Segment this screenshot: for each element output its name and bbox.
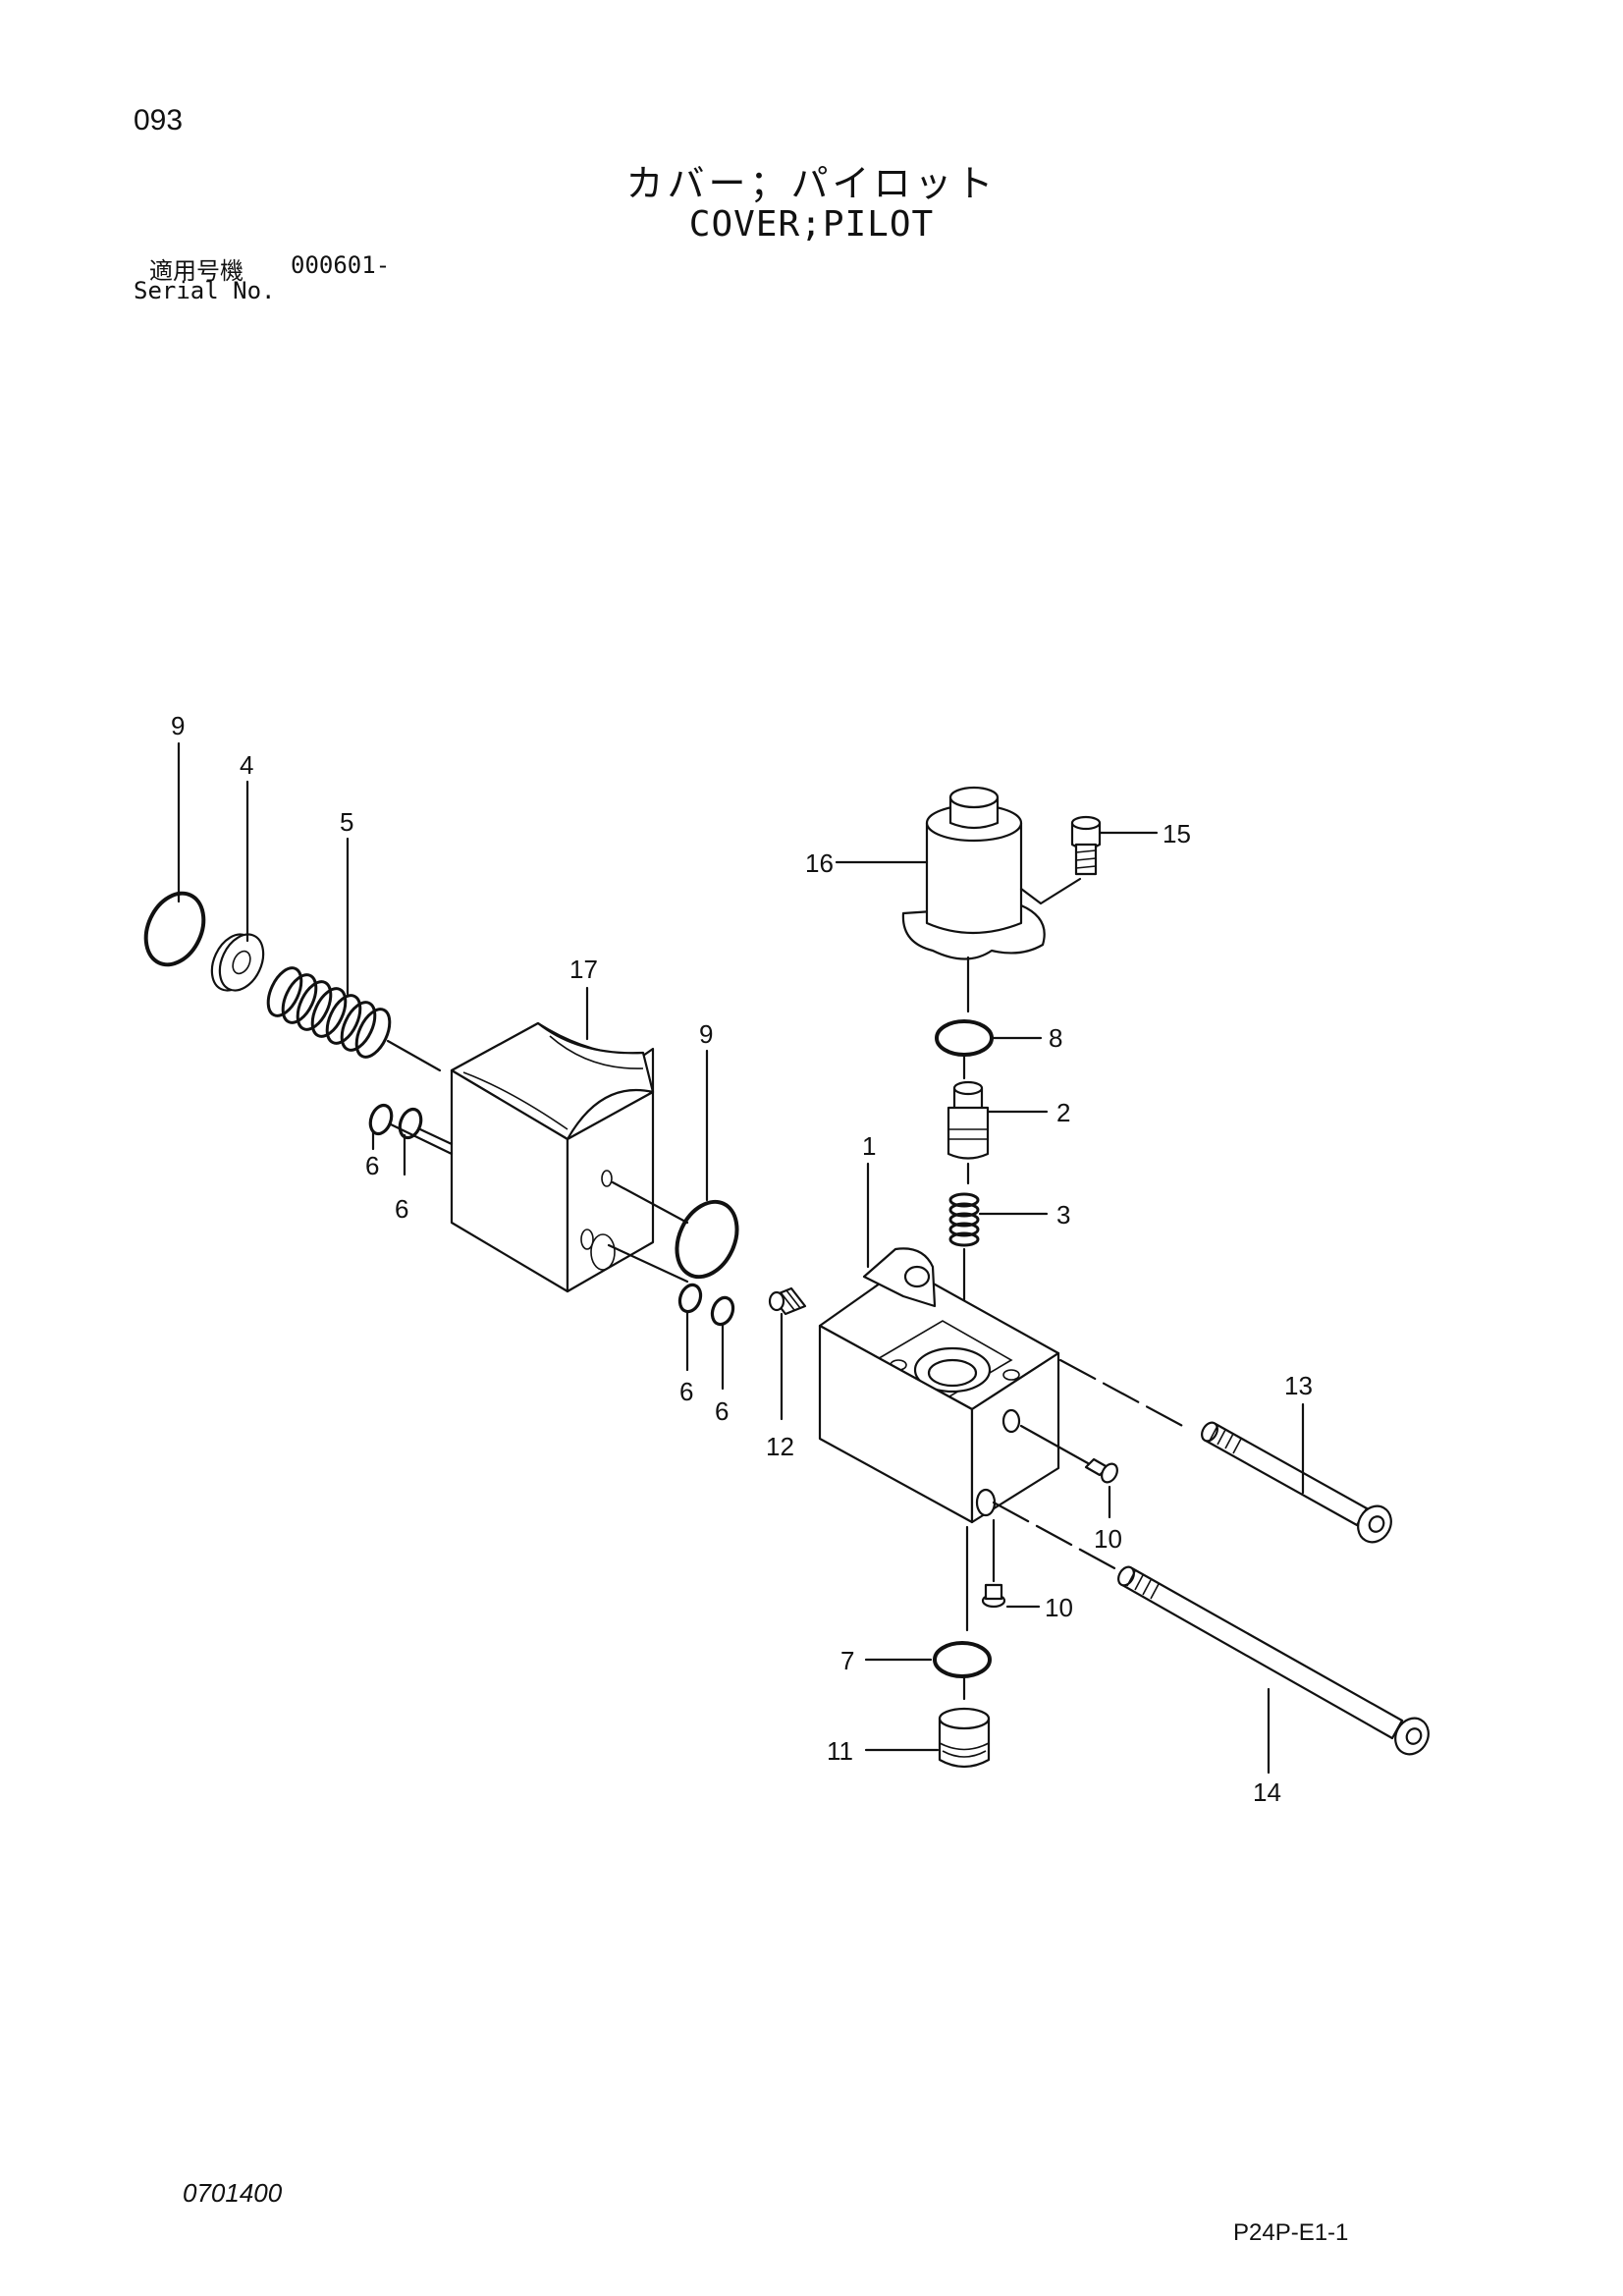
- callout-10-upper: 10: [1094, 1524, 1122, 1554]
- callout-13: 13: [1284, 1371, 1313, 1400]
- part-15-bolt: [1070, 815, 1102, 876]
- callout-6-a: 6: [365, 1151, 379, 1180]
- callout-8: 8: [1049, 1023, 1062, 1053]
- callout-6-d: 6: [715, 1396, 729, 1426]
- page-title-japanese: カバー；パイロット: [625, 162, 998, 205]
- part-10-plug-lower: [981, 1518, 1006, 1609]
- part-6-o-ring-b: [398, 1107, 423, 1140]
- part-13-bolt: [1201, 1421, 1392, 1544]
- part-1-valve-body: [818, 1247, 1060, 1524]
- callout-16: 16: [805, 848, 834, 878]
- serial-label-japanese: 適用号機: [149, 257, 243, 285]
- callout-14: 14: [1253, 1777, 1281, 1807]
- page-number: 093: [134, 104, 184, 137]
- part-6-o-ring-a: [368, 1103, 394, 1136]
- callout-9-right: 9: [699, 1019, 713, 1049]
- callout-4: 4: [240, 750, 253, 780]
- serial-number-value: 000601-: [291, 251, 391, 279]
- page-title-english: COVER;PILOT: [688, 204, 935, 245]
- part-14-bolt: [1117, 1565, 1430, 1756]
- part-2-spool: [947, 1080, 990, 1160]
- leader-lines: [177, 741, 1305, 1775]
- serial-label-english: Serial No.: [134, 277, 276, 304]
- callout-3: 3: [1056, 1200, 1070, 1230]
- part-17-cover-block: [450, 1021, 655, 1293]
- part-7-o-ring: [933, 1641, 992, 1678]
- part-5-spring: [266, 966, 392, 1059]
- part-9-o-ring-right: [675, 1199, 739, 1280]
- callout-6-c: 6: [679, 1377, 693, 1406]
- callout-7: 7: [840, 1646, 854, 1675]
- callout-15: 15: [1163, 819, 1191, 848]
- part-6-o-ring-d: [710, 1295, 735, 1327]
- document-code: 0701400: [183, 2178, 283, 2208]
- callout-11: 11: [827, 1736, 853, 1766]
- part-9-o-ring-left: [143, 891, 206, 967]
- part-10-plug-upper: [1019, 1424, 1118, 1484]
- callout-1: 1: [862, 1131, 876, 1161]
- part-4-washer: [210, 933, 265, 992]
- callout-12: 12: [766, 1432, 794, 1461]
- part-16-pilot-cap: [901, 786, 1082, 960]
- page-reference-code: P24P-E1-1: [1233, 2219, 1349, 2246]
- callout-6-b: 6: [395, 1194, 408, 1224]
- part-11-plug: [938, 1707, 991, 1769]
- callout-2: 2: [1056, 1098, 1070, 1127]
- part-12-plug: [768, 1286, 807, 1316]
- callout-9-left: 9: [171, 711, 185, 740]
- part-6-o-ring-c: [677, 1283, 703, 1314]
- part-3-spring: [948, 1192, 980, 1247]
- callout-10-lower: 10: [1045, 1593, 1073, 1622]
- callout-17: 17: [569, 955, 598, 984]
- callout-5: 5: [340, 807, 353, 837]
- part-8-o-ring: [935, 1019, 994, 1057]
